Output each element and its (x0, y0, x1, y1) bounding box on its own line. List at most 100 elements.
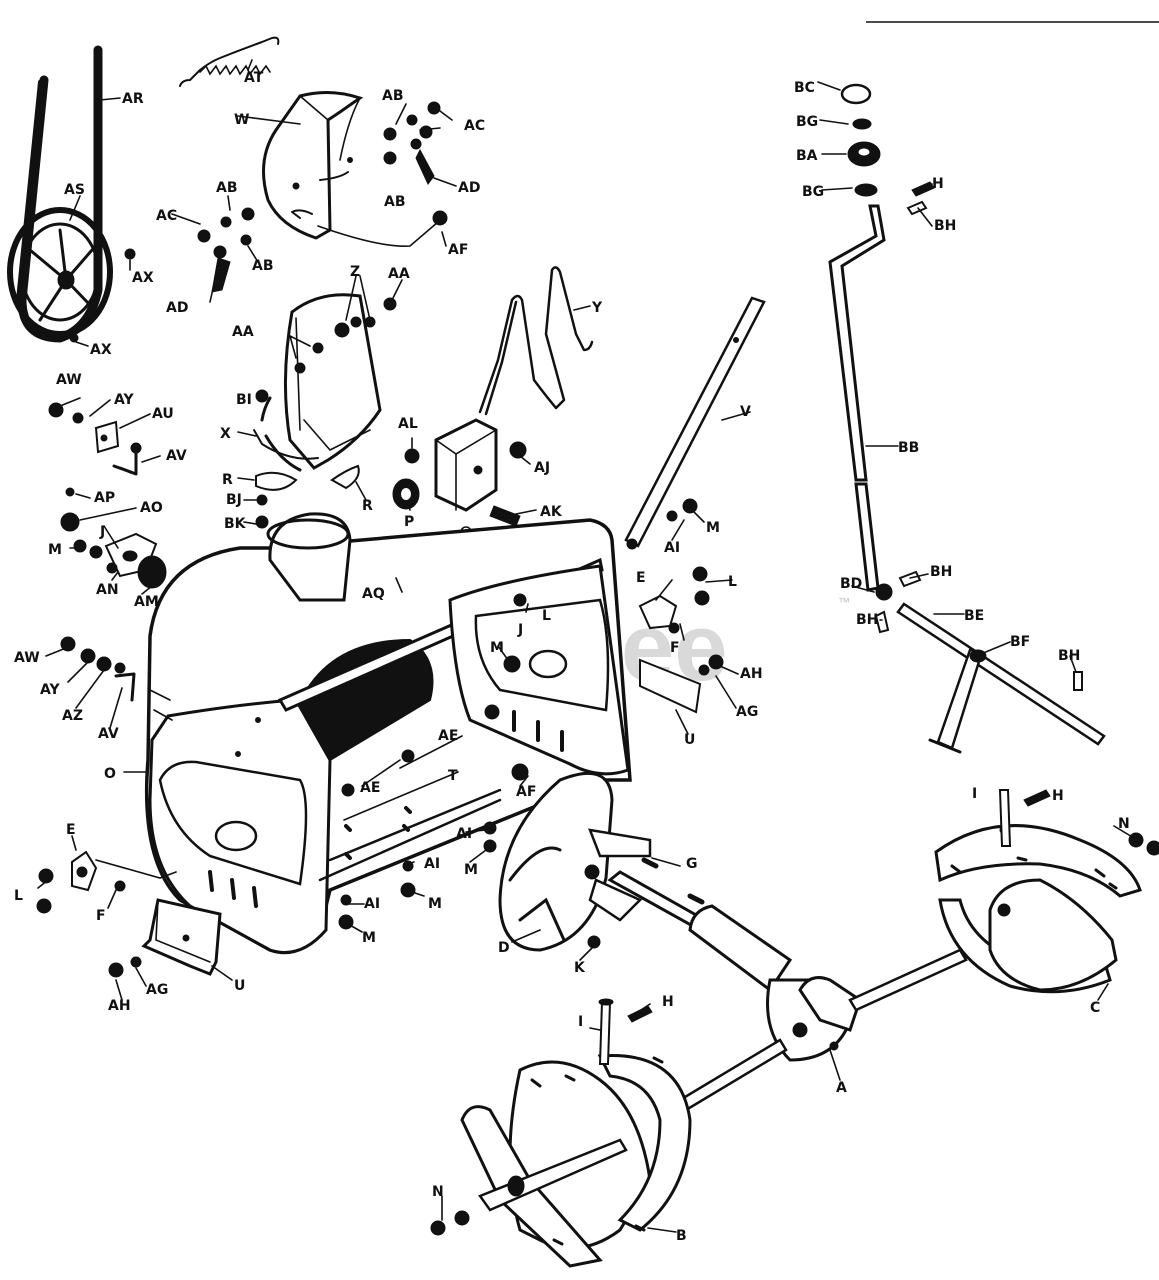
chute-spring (179, 36, 280, 87)
label-E-2: E (66, 822, 76, 838)
label-AD-2: AD (166, 300, 188, 316)
label-F-1: F (670, 640, 680, 656)
chute-base-ring (253, 389, 360, 529)
label-AE-2: AE (360, 780, 380, 796)
label-E-1: E (636, 570, 646, 586)
crank-hardware-left (60, 487, 167, 589)
label-BI: BI (236, 392, 252, 408)
label-AE-1: AE (438, 728, 458, 744)
label-AF-2: AF (516, 784, 536, 800)
label-H-3: H (932, 176, 944, 192)
crank-shaft-lower (896, 602, 1106, 754)
label-AF-1: AF (448, 242, 468, 258)
label-AH-1: AH (740, 666, 763, 682)
label-BB: BB (898, 440, 919, 456)
label-C: C (1090, 1000, 1100, 1016)
label-R-2: R (362, 498, 373, 514)
label-M-3: M (490, 640, 504, 656)
label-G: G (686, 856, 698, 872)
label-BG-1: BG (796, 114, 818, 130)
label-L-1: L (728, 574, 737, 590)
label-AV-2: AV (98, 726, 119, 742)
label-AY-2: AY (40, 682, 60, 698)
label-AO: AO (140, 500, 163, 516)
chute-bracket (404, 418, 527, 538)
auger-housing (144, 512, 632, 955)
label-AA-2: AA (232, 324, 254, 340)
label-R-1: R (222, 472, 233, 488)
label-P: P (404, 514, 414, 530)
label-BF: BF (1010, 634, 1030, 650)
deflector-rod (478, 266, 594, 416)
label-AW-1: AW (56, 372, 82, 388)
lower-chute (283, 293, 397, 470)
label-AB-2: AB (384, 194, 406, 210)
link-rod (624, 296, 766, 550)
label-BA: BA (796, 148, 818, 164)
label-J-1: J (99, 524, 105, 540)
label-BE: BE (964, 608, 984, 624)
label-K: K (574, 960, 586, 976)
label-AB-3: AB (216, 180, 238, 196)
label-AU: AU (152, 406, 174, 422)
label-AY-1: AY (114, 392, 134, 408)
label-M-2: M (706, 520, 720, 536)
crank-bracket-lower (60, 636, 136, 702)
label-AG-1: AG (736, 704, 758, 720)
label-BJ: BJ (226, 492, 242, 508)
label-AG-2: AG (146, 982, 168, 998)
label-M-6: M (362, 930, 376, 946)
label-N-2: N (432, 1184, 444, 1200)
label-AM: AM (134, 594, 159, 610)
label-AQ: AQ (362, 586, 385, 602)
label-BH-3: BH (856, 612, 878, 628)
label-AB-1: AB (382, 88, 404, 104)
label-AI-4: AI (364, 896, 380, 912)
label-BC: BC (794, 80, 815, 96)
leader-lines (37, 59, 1135, 1233)
label-B: B (676, 1228, 687, 1244)
label-D: D (498, 940, 510, 956)
label-AJ: AJ (534, 460, 550, 476)
label-BH-2: BH (930, 564, 952, 580)
label-N-1: N (1118, 816, 1130, 832)
label-M-1: M (48, 542, 62, 558)
label-AP: AP (94, 490, 115, 506)
auger-right (934, 789, 1159, 994)
label-AD-1: AD (458, 180, 480, 196)
label-AK: AK (540, 504, 563, 520)
label-J-2: J (517, 622, 523, 638)
label-BH-1: BH (934, 218, 956, 234)
label-BH-4: BH (1058, 648, 1080, 664)
label-AA-1: AA (388, 266, 410, 282)
label-I-1: I (972, 786, 977, 802)
chute-bushing (392, 478, 420, 510)
label-A: A (836, 1080, 847, 1096)
label-U-2: U (234, 978, 245, 994)
label-BD: BD (840, 576, 862, 592)
crank-bracket-upper (48, 402, 142, 476)
label-AI-1: AI (664, 540, 680, 556)
label-AH-2: AH (108, 998, 131, 1014)
label-AV-1: AV (166, 448, 187, 464)
label-U-1: U (684, 732, 695, 748)
auger-pulley (7, 207, 113, 337)
label-AC-2: AC (156, 208, 177, 224)
label-AN: AN (96, 582, 119, 598)
label-AC-1: AC (464, 118, 485, 134)
label-H-1: H (1052, 788, 1064, 804)
crank-knob-stack (840, 83, 935, 216)
pulley-screws (69, 248, 136, 343)
label-AL: AL (398, 416, 418, 432)
label-F-2: F (96, 908, 106, 924)
trademark-mark: ™ (838, 595, 850, 609)
skid-shoe-left (108, 898, 222, 978)
label-M-5: M (428, 896, 442, 912)
upper-chute (262, 91, 364, 240)
label-AR: AR (122, 91, 144, 107)
label-AT: AT (244, 70, 264, 86)
upper-chute-hardware (197, 101, 448, 293)
label-O: O (104, 766, 116, 782)
label-AI-3: AI (424, 856, 440, 872)
